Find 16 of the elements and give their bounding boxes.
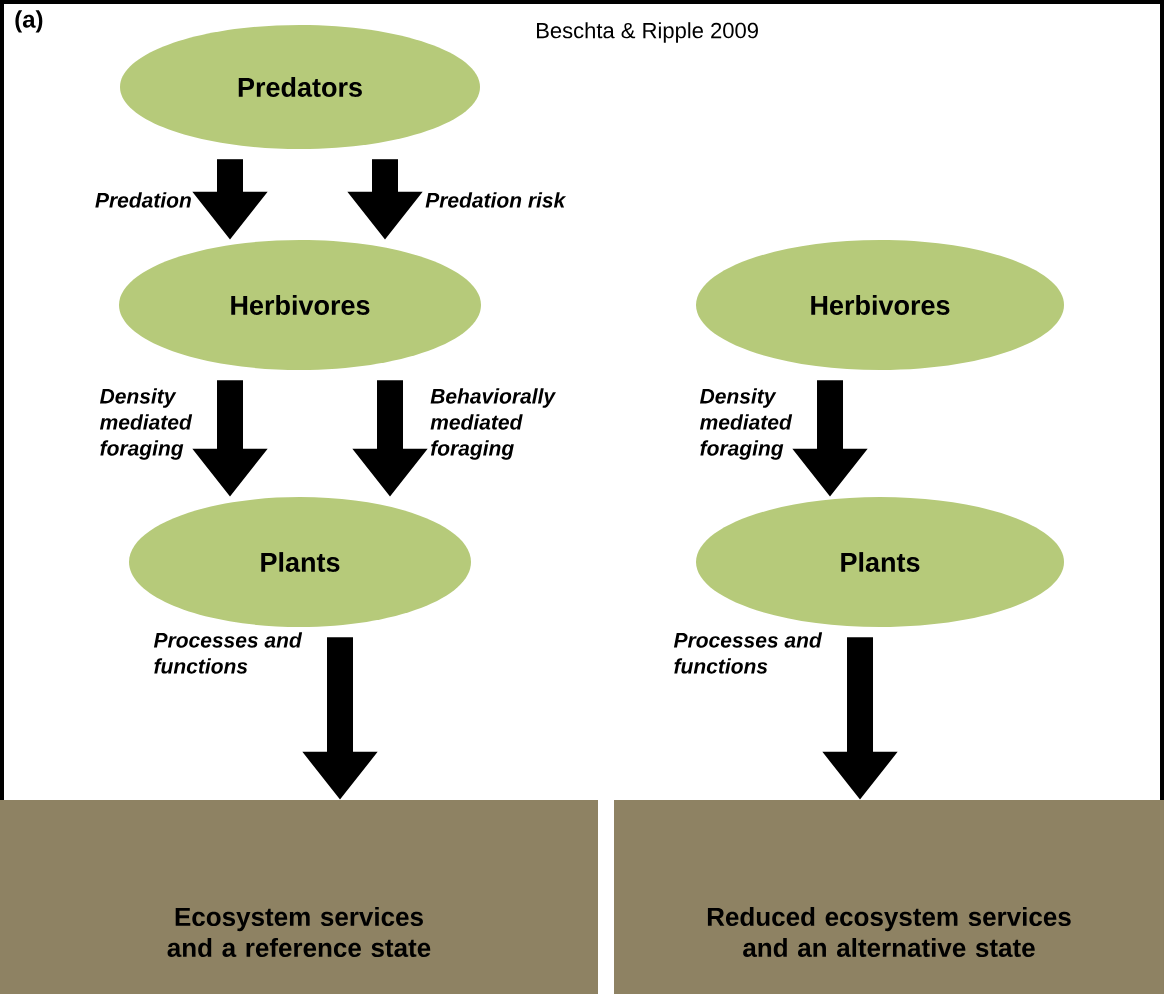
ellipse-node: Predators <box>120 25 480 149</box>
edge-label: Processes and functions <box>153 632 303 674</box>
edge-label: Behaviorally mediated foraging <box>430 388 556 460</box>
edge-label: Density mediated foraging <box>700 388 793 460</box>
outcome-box: Ecosystem services and a reference state <box>0 800 598 994</box>
ellipse-node: Plants <box>129 497 471 627</box>
ellipse-node: Herbivores <box>119 240 481 370</box>
edge-label: Predation risk <box>425 192 567 208</box>
edge-label: Predation <box>95 192 191 208</box>
edge-label: Density mediated foraging <box>99 388 193 460</box>
citation-text: Beschta & Ripple 2009 <box>537 22 758 43</box>
ellipse-node: Plants <box>696 497 1064 627</box>
ellipse-node: Herbivores <box>696 240 1064 370</box>
outcome-box: Reduced ecosystem services and an alternative state <box>614 800 1164 994</box>
edge-label: Processes and functions <box>673 632 823 674</box>
panel-letter: (a) <box>15 10 43 33</box>
